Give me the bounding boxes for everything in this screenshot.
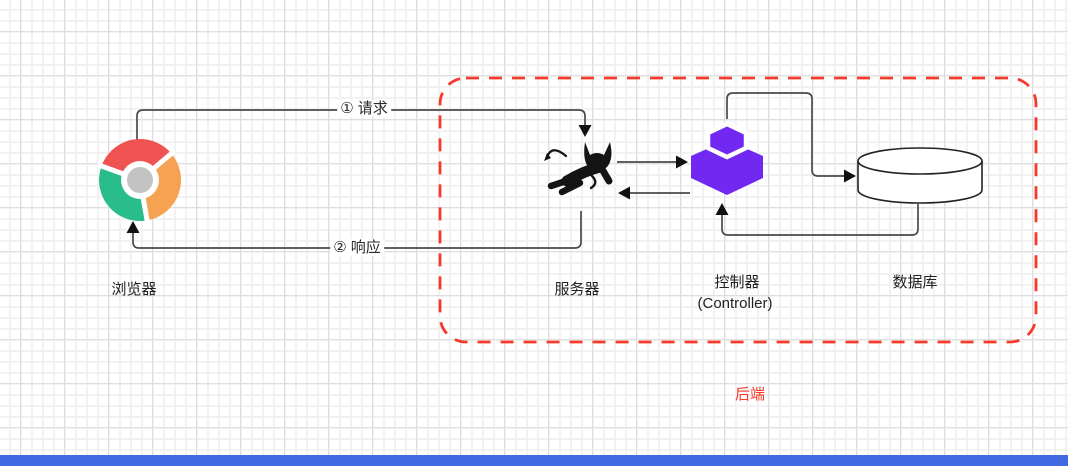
- response-edge-label[interactable]: ② 响应: [330, 239, 384, 256]
- connectors: [132, 92, 919, 249]
- tomcat-tail-tip: [544, 153, 551, 161]
- controller-cube-base: [691, 140, 763, 195]
- tomcat-head: [584, 142, 612, 172]
- bottom-scrollbar[interactable]: [0, 455, 1068, 466]
- database-cylinder-icon[interactable]: [857, 147, 983, 204]
- database-to-controller-arrow-line[interactable]: [721, 204, 919, 236]
- tomcat-front-leg: [547, 175, 576, 190]
- controller-node-label[interactable]: 控制器: [714, 274, 760, 291]
- tomcat-under-tail: [589, 174, 597, 190]
- chrome-browser-icon[interactable]: [96, 139, 182, 225]
- browser-node-label[interactable]: 浏览器: [111, 281, 157, 298]
- request-arrowhead: [578, 125, 592, 137]
- chrome-orange-segment: [140, 153, 182, 221]
- backend-boundary-box[interactable]: [438, 76, 1038, 344]
- controller-to-database-arrowhead: [844, 169, 856, 183]
- chrome-center-dot: [127, 167, 153, 193]
- request-edge-label[interactable]: ① 请求: [337, 100, 391, 117]
- tomcat-hind-leg: [598, 165, 613, 185]
- controller-cube-icon[interactable]: [691, 121, 763, 195]
- controller-node-sublabel[interactable]: (Controller): [697, 295, 773, 312]
- controller-to-database-arrow-line[interactable]: [726, 92, 845, 177]
- controller-cube-top: [705, 121, 749, 160]
- response-arrowhead: [126, 221, 140, 233]
- tomcat-server-icon[interactable]: [544, 142, 613, 196]
- database-node-label[interactable]: 数据库: [892, 274, 938, 291]
- database-cylinder-top: [857, 147, 983, 175]
- tomcat-tail: [545, 149, 568, 159]
- database-to-controller-arrowhead: [715, 203, 729, 215]
- controller-to-server-arrowhead: [618, 186, 630, 200]
- server-node-label[interactable]: 服务器: [554, 281, 600, 298]
- tomcat-back-leg: [558, 179, 584, 196]
- arrowheads: [126, 125, 856, 233]
- backend-box-label[interactable]: 后端: [734, 386, 766, 403]
- server-to-controller-arrowhead: [676, 155, 688, 169]
